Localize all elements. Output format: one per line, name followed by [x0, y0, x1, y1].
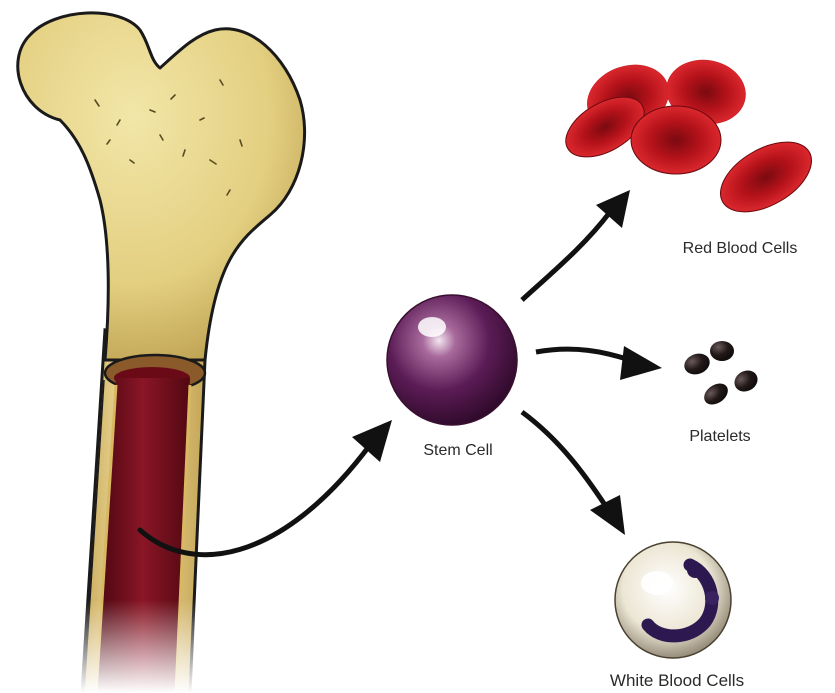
white-blood-cell [615, 542, 731, 658]
stem-cell [387, 295, 517, 425]
stem-cell-label: Stem Cell [423, 442, 492, 460]
platelets-label: Platelets [689, 428, 750, 446]
femur-bone [18, 13, 305, 693]
platelets [681, 341, 761, 409]
red-blood-cells-label: Red Blood Cells [683, 240, 798, 258]
red-blood-cells [556, 54, 824, 227]
white-blood-cells-label: White Blood Cells [610, 671, 744, 691]
